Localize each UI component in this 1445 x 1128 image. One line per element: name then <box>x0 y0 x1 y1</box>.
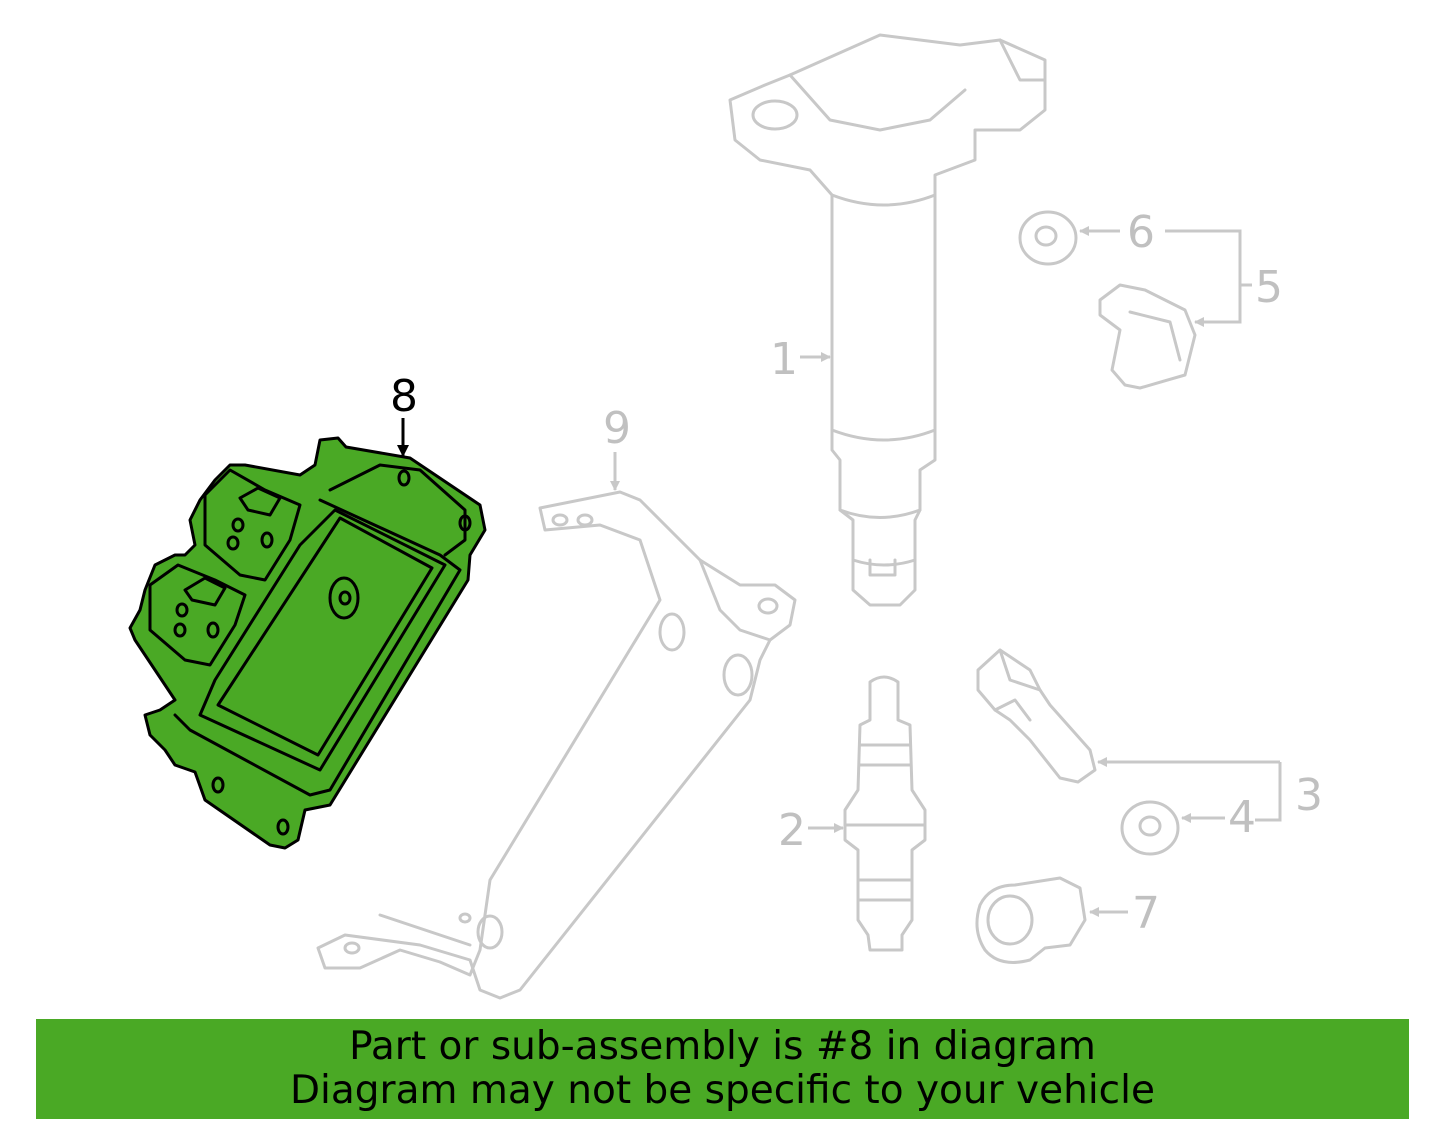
banner-line-part: Part or sub-assembly is #8 in diagram <box>349 1024 1096 1069</box>
callout-7: 7 <box>1132 888 1160 939</box>
part-6-washer <box>1018 210 1078 266</box>
part-8-ecu <box>128 436 487 850</box>
part-2-spark-plug <box>843 675 927 952</box>
part-5-sensor <box>1098 283 1197 390</box>
banner-line-disclaimer: Diagram may not be specific to your vehi… <box>290 1068 1155 1113</box>
callout-4: 4 <box>1228 792 1256 843</box>
leader-5 <box>1165 229 1242 327</box>
parts-diagram: 1 2 3 4 5 6 7 8 9 <box>128 33 1323 1000</box>
leader-3-bracket <box>1255 762 1282 822</box>
callout-9: 9 <box>603 403 631 454</box>
part-7-knock-sensor <box>975 876 1087 964</box>
callout-6: 6 <box>1127 207 1155 258</box>
part-1-ignition-coil <box>728 33 1047 607</box>
part-3-sensor <box>976 648 1097 784</box>
part-9-bracket <box>316 490 797 1000</box>
callout-3: 3 <box>1295 770 1323 821</box>
callout-5: 5 <box>1255 262 1283 313</box>
callout-2: 2 <box>778 805 806 856</box>
callout-1: 1 <box>770 334 798 385</box>
leader-lines <box>397 226 1282 917</box>
info-banner: Part or sub-assembly is #8 in diagram Di… <box>36 1019 1409 1119</box>
part-4-washer <box>1120 800 1180 856</box>
callout-labels: 1 2 3 4 5 6 7 8 9 <box>390 207 1323 939</box>
callout-8: 8 <box>390 371 418 422</box>
